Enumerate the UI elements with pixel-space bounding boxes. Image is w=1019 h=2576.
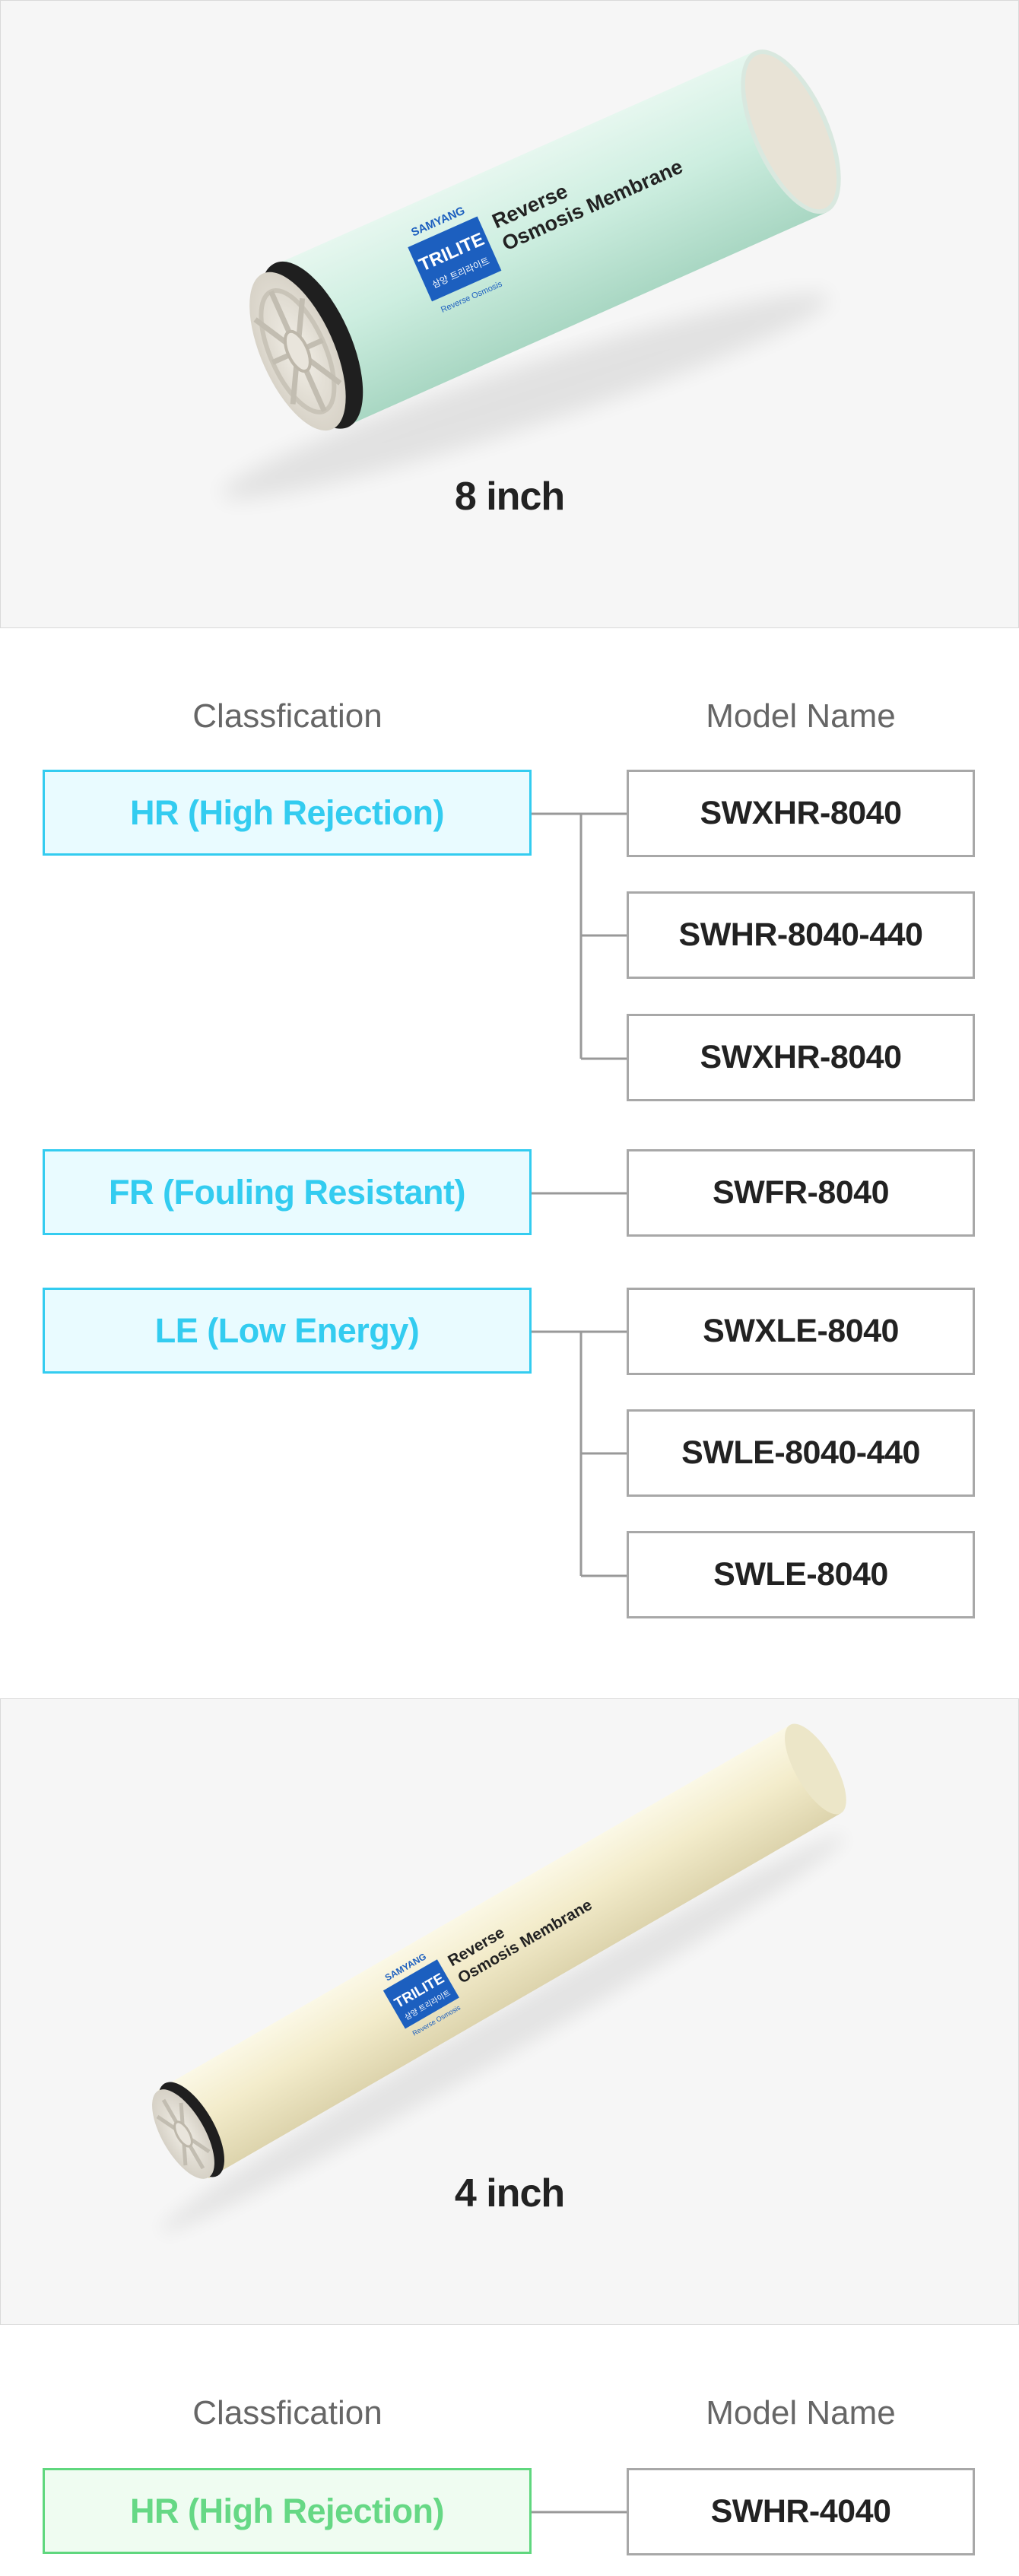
classification-hr-4inch: HR (High Rejection) xyxy=(43,2468,532,2554)
product-panel-8inch: SAMYANG TRILITE 삼양 트리라이트 Reverse Osmosis… xyxy=(0,0,1019,628)
model-swhr-8040-440: SWHR-8040-440 xyxy=(627,891,975,979)
size-label-8inch: 8 inch xyxy=(454,475,565,519)
model-name-header-4inch: Model Name xyxy=(706,2394,896,2431)
classification-header-4inch: Classfication xyxy=(192,2394,383,2431)
model-swle-8040-440: SWLE-8040-440 xyxy=(627,1409,975,1497)
classification-hr: HR (High Rejection) xyxy=(43,770,532,856)
classification-le: LE (Low Energy) xyxy=(43,1288,532,1374)
membrane-4inch-image: SAMYANG TRILITE 삼양 트리라이트 Reverse Osmosis… xyxy=(152,1723,846,2233)
model-swxle-8040: SWXLE-8040 xyxy=(627,1288,975,1375)
product-panel-4inch: SAMYANG TRILITE 삼양 트리라이트 Reverse Osmosis… xyxy=(0,1698,1019,2325)
model-swle-8040: SWLE-8040 xyxy=(627,1531,975,1618)
model-swfr-8040: SWFR-8040 xyxy=(627,1149,975,1237)
classification-fr: FR (Fouling Resistant) xyxy=(43,1149,532,1235)
membrane-8inch-image: SAMYANG TRILITE 삼양 트리라이트 Reverse Osmosis… xyxy=(221,49,841,500)
model-name-header: Model Name xyxy=(706,697,896,735)
model-swhr-4040: SWHR-4040 xyxy=(627,2468,975,2555)
size-label-4inch: 4 inch xyxy=(454,2171,565,2215)
model-swxhr-8040-2: SWXHR-8040 xyxy=(627,1014,975,1101)
model-swxhr-8040: SWXHR-8040 xyxy=(627,770,975,857)
classification-header: Classfication xyxy=(192,697,383,735)
